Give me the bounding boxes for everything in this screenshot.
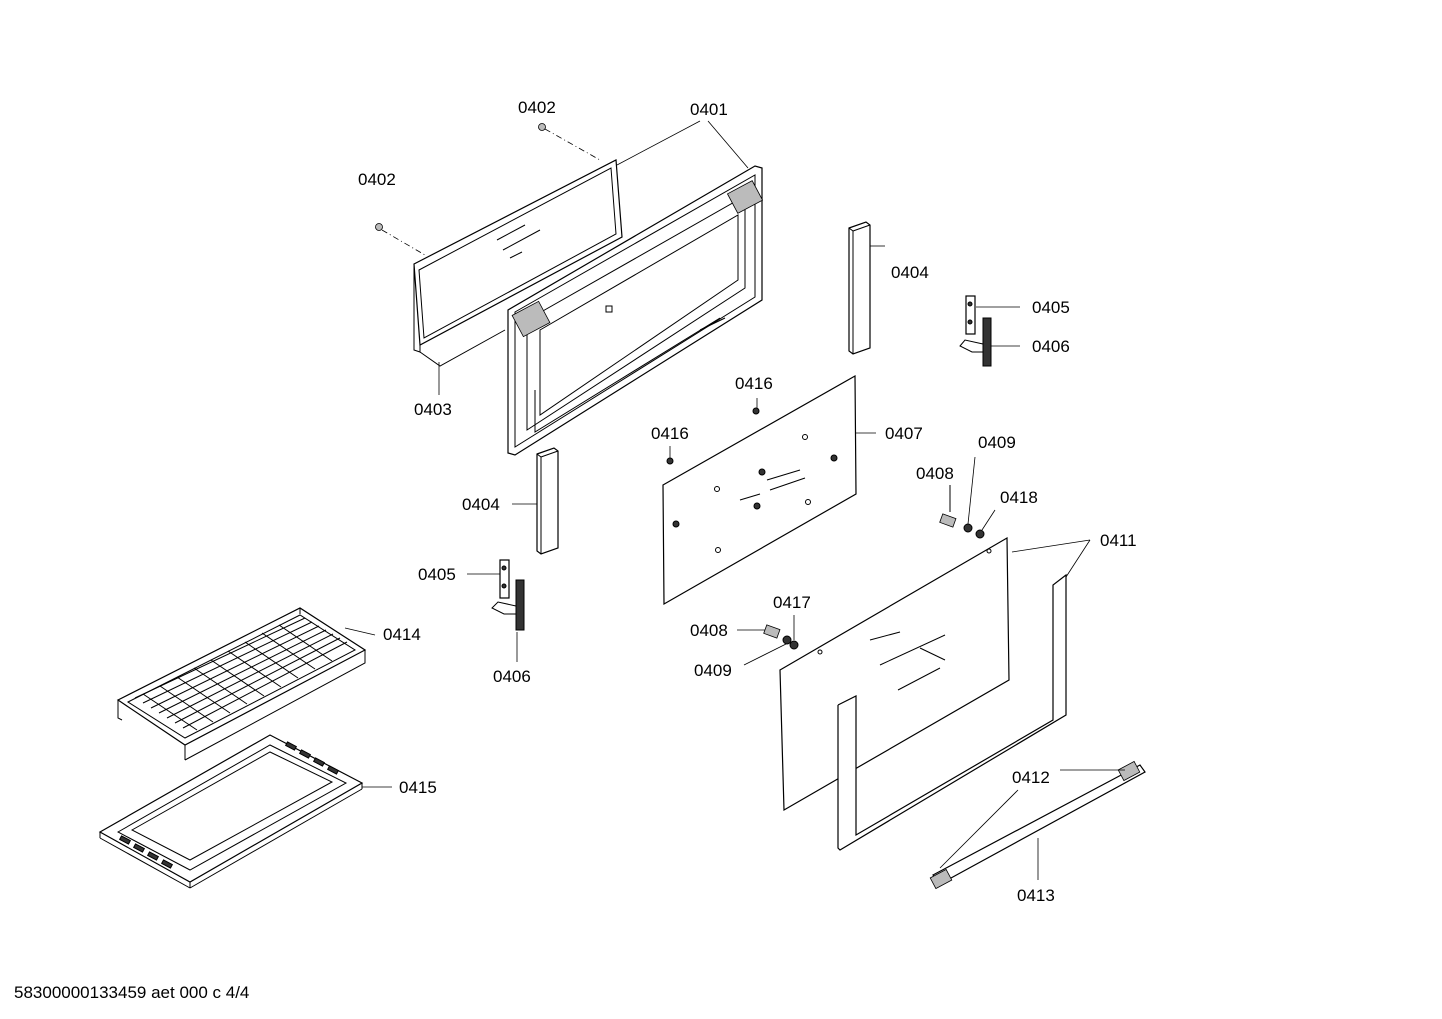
drawing-reference-number: 58300000133459 aet 000 c 4/4 [14,983,250,1002]
part-0402-clips [375,123,601,256]
part-0404-spacers [536,221,871,555]
part-0401-door-frame [507,165,764,456]
label-0402-top: 0402 [518,98,556,117]
part-0415-tray-frame [98,734,364,889]
label-0403: 0403 [414,400,452,419]
label-0414: 0414 [383,625,421,644]
leader-lines [344,120,1125,880]
label-0401: 0401 [690,100,728,119]
label-0409-upper: 0409 [978,433,1016,452]
label-0416-lower: 0416 [651,424,689,443]
part-0412-0413-handle [929,760,1146,890]
label-0404-left: 0404 [462,495,500,514]
label-0406-right: 0406 [1032,337,1070,356]
part-0408-0409-0417-screws-lower [763,624,799,650]
part-0407-middle-glass [662,374,857,606]
label-0405-left: 0405 [418,565,456,584]
label-0402-left: 0402 [358,170,396,189]
label-0406-left: 0406 [493,667,531,686]
part-0405-0406-hinge-left [491,559,525,631]
part-0411-outer-glass [779,536,1010,812]
label-0405-right: 0405 [1032,298,1070,317]
label-0417: 0417 [773,593,811,612]
label-0416-upper: 0416 [735,374,773,393]
label-0411: 0411 [1100,531,1137,550]
part-0414-wire-rack [116,607,367,761]
label-0407: 0407 [885,424,923,443]
part-0411-gasket [837,573,1067,851]
label-0413: 0413 [1017,886,1055,905]
label-0409-lower: 0409 [694,661,732,680]
label-0408-upper: 0408 [916,464,954,483]
label-0412: 0412 [1012,768,1050,787]
label-0418: 0418 [1000,488,1038,507]
part-0403-inner-glass [413,159,623,367]
label-0404-right: 0404 [891,263,929,282]
part-0408-0409-0418-screws-upper [939,485,985,539]
part-0405-0406-hinge-right [959,295,992,367]
label-0415: 0415 [399,778,437,797]
label-0408-lower: 0408 [690,621,728,640]
